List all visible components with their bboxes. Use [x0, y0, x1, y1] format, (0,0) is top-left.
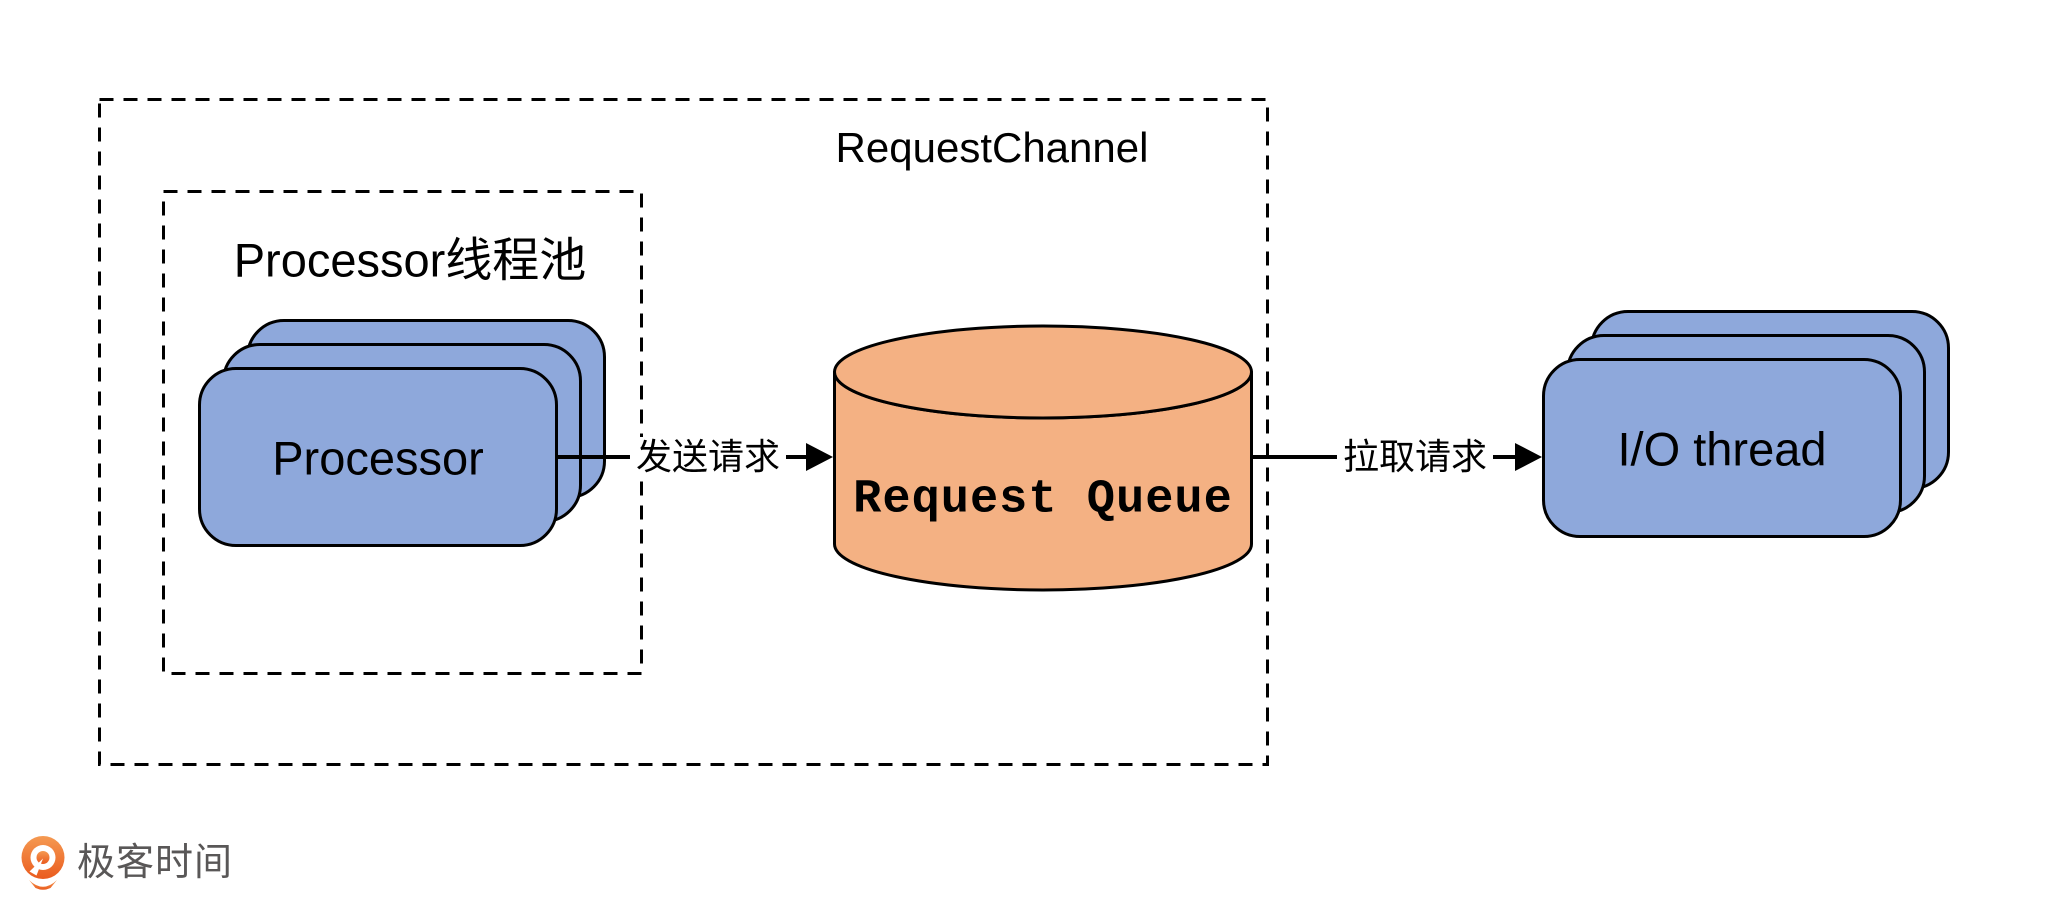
- pull-request-arrow-label: 拉取请求: [1336, 437, 1494, 477]
- processor-node-label: Processor: [272, 431, 484, 485]
- send-request-arrow-label: 发送请求: [629, 437, 787, 477]
- request-channel-title: RequestChannel: [835, 124, 1149, 171]
- request-queue-label: Request Queue: [853, 473, 1233, 527]
- geektime-logo-icon: [21, 836, 65, 890]
- processor-card: [198, 367, 558, 547]
- geektime-branding: 极客时间: [20, 834, 233, 892]
- request-queue-cylinder: [833, 324, 1253, 592]
- arrow-head: [806, 443, 833, 471]
- io-thread-node-label: I/O thread: [1617, 422, 1827, 476]
- io-thread-card: [1542, 358, 1902, 538]
- processor-pool-title: Processor线程池: [233, 233, 587, 287]
- arrow-head: [1515, 443, 1542, 471]
- geektime-logo-text: 极客时间: [77, 842, 234, 884]
